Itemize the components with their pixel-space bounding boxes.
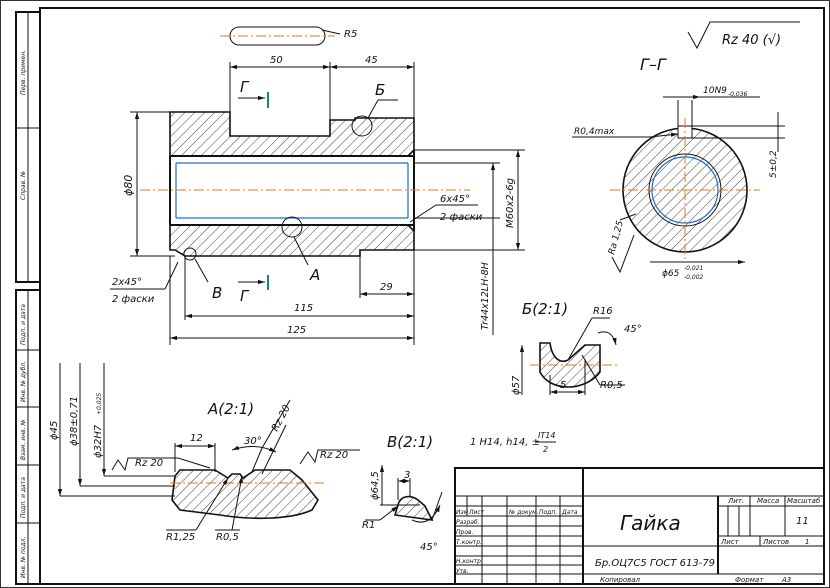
dim-29: 29	[380, 282, 393, 293]
label-g-bot: Г	[240, 287, 250, 305]
label-g-top: Г	[240, 78, 250, 96]
dim-r16: R16	[593, 306, 613, 317]
dim-v-3: 3	[404, 470, 410, 481]
side-label-podp1: Подп. и дата	[20, 304, 27, 345]
dim-50: 50	[270, 55, 283, 66]
detail-b-view: Б(2:1) R16 45° ϕ57 5 R0,5	[511, 300, 642, 395]
dim-tr-thread: Tr44x12LH-8H	[480, 262, 491, 330]
tb-sheet-label: Лист	[720, 538, 740, 546]
dim-v-45: 45°	[420, 542, 438, 553]
dim-a-d45: ϕ45	[49, 421, 60, 440]
title-block: Изм Лист № докум. Подп. Дата Разраб. Про…	[454, 467, 825, 585]
note-text: 1 H14, h14, ±	[470, 437, 540, 448]
side-strip: Перв. примен. Справ. № Подп. и дата Инв.…	[15, 11, 41, 585]
roughness-text: Rz 40 (√)	[722, 33, 781, 48]
dim-key: 10N9	[703, 86, 727, 96]
side-label-inv-podl: Инв. № подл.	[20, 537, 27, 578]
section-bottom-wall	[169, 224, 415, 257]
dim-a-r05: R0,5	[216, 532, 239, 543]
tb-scale-value: 11	[796, 516, 809, 527]
section-top-wall	[169, 111, 415, 157]
dim-r5: R5	[344, 29, 357, 40]
dim-ra: Ra 1,25	[607, 219, 626, 255]
tb-format-value: А3	[781, 576, 791, 584]
tb-role-razrab: Разраб.	[456, 519, 480, 526]
tb-role-tkontr: Т.контр.	[456, 539, 482, 546]
tb-sheets-label: Листов	[762, 538, 789, 546]
detail-v-view: В(2:1) ϕ64,5 3 R1 45°	[362, 433, 443, 553]
section-gg-title: Г–Г	[640, 55, 667, 74]
tb-col-izm: Изм	[456, 509, 469, 516]
side-label-inv-dubl: Инв. № дубл.	[20, 361, 27, 402]
section-gg: Г–Г 10N9 -0,036 R0,4max 5±0,2 Ra 1,25 ϕ6…	[572, 55, 785, 281]
roughness-mark: Rz 40 (√)	[687, 21, 800, 50]
dim-chamfer-6-note: 2 фаски	[440, 212, 483, 223]
dim-v-d645: ϕ64,5	[370, 471, 381, 500]
tb-material: Бр.ОЦ7С5 ГОСТ 613-79	[595, 558, 715, 569]
note-frac-bot: 2	[543, 445, 548, 454]
detail-v-title: В(2:1)	[387, 433, 433, 451]
tb-col-podp: Подп.	[539, 509, 557, 516]
dim-d80: ϕ80	[122, 175, 135, 196]
dim-a-r125: R1,25	[166, 532, 195, 543]
dim-m60: M60x2-6g	[505, 178, 516, 228]
dim-d65-lo: -0,002	[684, 274, 704, 281]
dim-45: 45	[365, 55, 378, 66]
dim-d65: ϕ65	[662, 269, 680, 279]
dim-v-r1: R1	[362, 520, 375, 531]
detail-b-title: Б(2:1)	[522, 300, 568, 318]
dim-chamfer-2-note: 2 фаски	[112, 294, 155, 305]
dim-a-d32: ϕ32H7	[93, 424, 104, 458]
dim-115: 115	[294, 303, 313, 314]
dim-5-02: 5±0,2	[769, 150, 779, 178]
tb-col-doc: № докум.	[508, 509, 539, 516]
general-note: 1 H14, h14, ± IT14 2	[470, 431, 556, 454]
label-b: Б	[375, 81, 385, 99]
dim-r04: R0,4max	[574, 127, 615, 137]
tb-scale-label: Масштаб	[787, 497, 821, 505]
side-label-vzam: Взам. инв. №	[20, 419, 27, 460]
tb-lit-label: Лит.	[727, 497, 744, 505]
side-label-perv: Перв. примен.	[20, 50, 27, 95]
side-label-sprav: Справ. №	[20, 171, 27, 200]
dim-a-30: 30°	[244, 436, 262, 447]
tb-sheets-value: 1	[805, 538, 809, 546]
dim-a-rz20-left: Rz 20	[135, 458, 163, 469]
tb-copy-label: Копировал	[600, 576, 641, 584]
dim-d57: ϕ57	[511, 375, 522, 395]
dim-a-rz20-top: Rz 20	[270, 403, 293, 433]
dim-b-r05: R0,5	[600, 380, 623, 391]
label-v: В	[212, 284, 222, 302]
tb-col-date: Дата	[561, 509, 578, 516]
detail-a-circle	[281, 216, 303, 238]
tb-role-prov: Пров.	[456, 529, 474, 536]
dim-chamfer-6: 6x45°	[440, 194, 470, 205]
tb-format-label: Формат	[735, 576, 764, 584]
dim-a-rz20-right: Rz 20	[320, 450, 348, 461]
dim-125: 125	[287, 325, 306, 336]
tb-col-list: Лист	[468, 509, 485, 516]
dim-b-5: 5	[560, 380, 566, 391]
tb-role-utv: Утв.	[456, 568, 469, 575]
label-a: А	[309, 266, 320, 284]
note-frac-top: IT14	[538, 431, 555, 440]
main-view: R5 50 45 Б А В Г	[110, 26, 525, 345]
dim-d65-up: -0,021	[684, 265, 703, 272]
side-label-podp2: Подп. и дата	[20, 477, 27, 518]
detail-b-circle	[351, 115, 373, 137]
detail-a-title: А(2:1)	[207, 400, 254, 418]
dim-a-12: 12	[190, 433, 203, 444]
dim-key-tol: -0,036	[728, 91, 748, 98]
detail-v-circle	[183, 247, 197, 261]
tb-part-name: Гайка	[620, 511, 681, 535]
dim-a-d38: ϕ38±0,71	[69, 396, 80, 446]
detail-a-view: А(2:1) ϕ45 ϕ38±0,71 ϕ32H7 +0,025 12 30° …	[49, 363, 360, 543]
tb-role-nkontr: Н.контр.	[456, 558, 483, 565]
dim-a-d32-tol: +0,025	[96, 393, 103, 415]
tb-mass-label: Масса	[757, 497, 779, 505]
dim-b-45: 45°	[624, 324, 642, 335]
dim-chamfer-2: 2x45°	[112, 277, 142, 288]
